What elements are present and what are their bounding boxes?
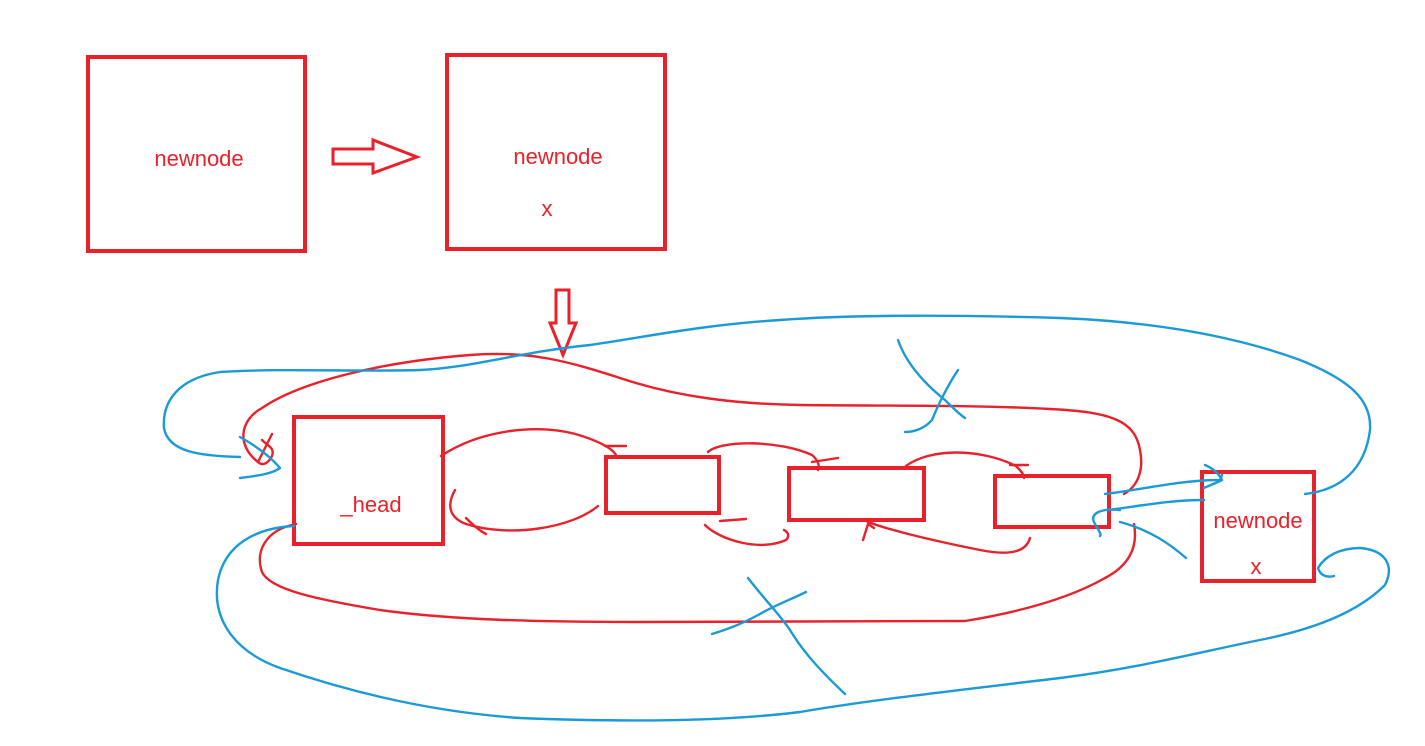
- node-inserted-newnode-label: newnode: [1213, 508, 1302, 533]
- list-node-2: [787, 466, 926, 522]
- node-head-label: _head: [339, 492, 401, 517]
- prev-link-top-loop: [242, 352, 1143, 496]
- strike-mark-bottom: [746, 576, 847, 696]
- node-newnode-empty: newnode: [86, 55, 307, 253]
- node-newnode-with-value-value: x: [542, 196, 553, 221]
- list-node-1: [604, 455, 721, 515]
- node-newnode-empty-label: newnode: [154, 146, 243, 171]
- list-node-3: [993, 474, 1111, 529]
- new-prev-link-bottom-loop: [215, 524, 1390, 722]
- next-link-bottom-loop: [258, 522, 1137, 624]
- node-head: _head: [292, 415, 445, 546]
- node-inserted-newnode-value: x: [1251, 554, 1262, 579]
- down-arrow-icon: [547, 288, 579, 359]
- node-newnode-with-value: newnode x: [445, 53, 667, 251]
- right-arrow-icon: [331, 137, 422, 176]
- new-next-link-top-loop: [162, 314, 1372, 496]
- node-inserted-newnode: newnode x: [1200, 470, 1316, 583]
- strike-mark-top: [896, 338, 967, 420]
- original-links: [242, 352, 1143, 624]
- new-links: [162, 314, 1390, 722]
- node-newnode-with-value-label: newnode: [513, 144, 602, 169]
